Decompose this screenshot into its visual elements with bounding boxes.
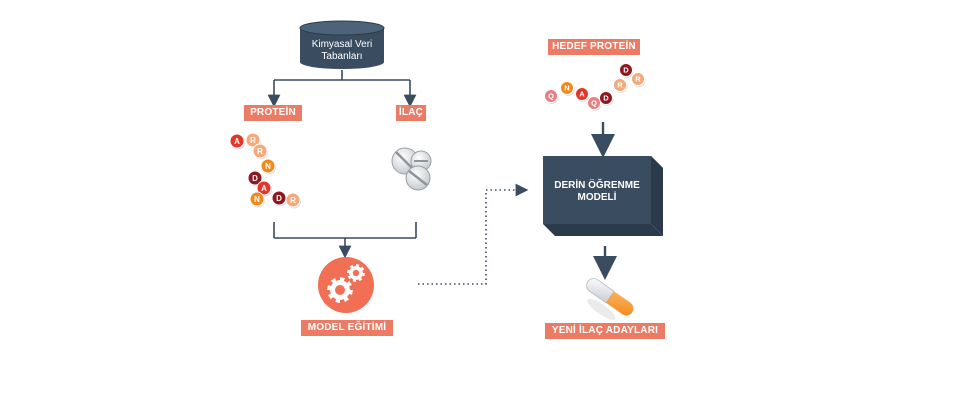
model-label-line2: MODELİ <box>577 192 617 203</box>
amino-acid-letter: Q <box>591 99 597 108</box>
amino-acid-bead: A <box>229 133 245 150</box>
amino-acid-bead: R <box>631 72 646 87</box>
amino-acid-letter: R <box>257 147 263 156</box>
amino-acid-bead: N <box>249 191 265 208</box>
merge-connector <box>273 222 417 259</box>
amino-acid-bead: R <box>613 78 628 93</box>
amino-acid-bead: D <box>619 63 634 78</box>
amino-acid-bead: D <box>271 190 287 207</box>
deep-learning-model-box <box>543 156 663 236</box>
amino-acid-letter: N <box>564 84 569 93</box>
protein-tag: PROTEİN <box>244 105 302 121</box>
amino-acid-letter: R <box>250 136 256 145</box>
target-protein-tag: HEDEF PROTEİN <box>548 39 640 55</box>
amino-acid-letter: A <box>579 90 585 99</box>
amino-acid-bead: R <box>285 192 301 209</box>
amino-acid-letter: R <box>635 75 641 84</box>
amino-acid-letter: R <box>617 81 623 90</box>
amino-acid-bead: A <box>575 87 590 102</box>
database-icon <box>299 20 385 69</box>
gears-icon <box>318 257 374 313</box>
amino-acid-letter: A <box>261 184 267 193</box>
drug-tag: İLAÇ <box>396 105 426 121</box>
model-label-line1: DERİN ÖĞRENME <box>554 180 640 191</box>
db-split-connector <box>267 70 417 108</box>
pills-icon <box>391 147 432 191</box>
database-label-line1: Kimyasal Veri <box>311 39 373 50</box>
amino-acid-letter: D <box>603 94 609 103</box>
database-label: Kimyasal Veri Tabanları <box>300 39 384 63</box>
amino-acid-letter: D <box>276 194 282 203</box>
database-label-line2: Tabanları <box>321 51 363 62</box>
amino-acid-letter: Q <box>548 92 554 101</box>
amino-acid-bead: Q <box>544 89 559 104</box>
amino-acid-bead: R <box>252 143 268 160</box>
amino-acid-letter: D <box>623 66 629 75</box>
amino-acid-letter: N <box>254 195 260 204</box>
amino-acid-letter: A <box>234 137 240 146</box>
dotted-connector <box>418 183 529 285</box>
amino-acid-bead: N <box>560 81 575 96</box>
amino-acid-letter: R <box>290 196 296 205</box>
amino-acid-letter: N <box>265 162 271 171</box>
amino-acid-bead: D <box>599 91 614 106</box>
model-training-tag: MODEL EĞİTİMİ <box>301 320 393 336</box>
new-drug-candidates-tag: YENİ İLAÇ ADAYLARI <box>545 323 665 339</box>
amino-acid-bead: Q <box>587 96 602 111</box>
model-label: DERİN ÖĞRENME MODELİ <box>543 180 651 204</box>
amino-acid-letter: D <box>252 174 258 183</box>
capsule-icon <box>586 278 634 320</box>
amino-acid-bead: N <box>260 158 276 175</box>
